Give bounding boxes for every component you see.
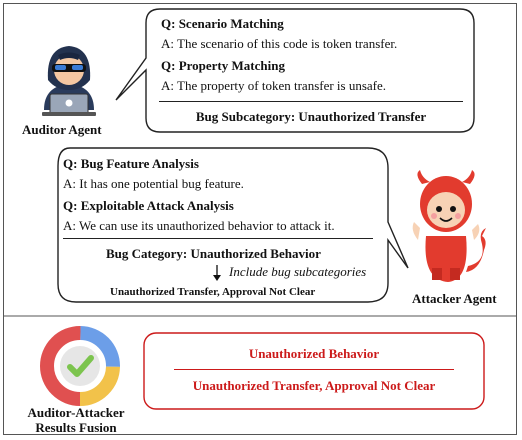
- down-arrow-icon: [213, 265, 221, 281]
- auditor-agent-label: Auditor Agent: [22, 122, 102, 137]
- attacker-agent-label: Attacker Agent: [412, 291, 497, 306]
- attacker-question-2: Q: Exploitable Attack Analysis: [63, 198, 234, 213]
- attacker-question-1: Q: Bug Feature Analysis: [63, 156, 199, 171]
- figure-frame: [3, 3, 517, 435]
- auditor-answer-1: A: The scenario of this code is token tr…: [161, 36, 398, 51]
- attacker-subcategories: Unauthorized Transfer, Approval Not Clea…: [110, 286, 316, 298]
- fusion-label-line1: Auditor-Attacker: [27, 405, 125, 420]
- auditor-answer-2: A: The property of token transfer is uns…: [161, 78, 387, 93]
- attacker-answer-2: A: We can use its unauthorized behavior …: [63, 218, 335, 233]
- auditor-question-1: Q: Scenario Matching: [161, 16, 284, 31]
- hacker-icon: [42, 46, 96, 116]
- attacker-arrow-note: Include bug subcategories: [229, 264, 367, 279]
- auditor-divider: [159, 101, 463, 102]
- attacker-speech-bubble: [57, 147, 409, 303]
- attacker-divider: [63, 238, 373, 239]
- auditor-question-2: Q: Property Matching: [161, 58, 285, 73]
- attacker-result: Bug Category: Unauthorized Behavior: [106, 246, 321, 261]
- auditor-result: Bug Subcategory: Unauthorized Transfer: [195, 109, 427, 124]
- fusion-result-box: [143, 332, 485, 410]
- fusion-divider: [174, 369, 454, 370]
- fusion-label-line2: Results Fusion: [35, 420, 117, 435]
- fusion-donut-icon: [40, 326, 120, 406]
- fusion-subcategories: Unauthorized Transfer, Approval Not Clea…: [192, 378, 436, 393]
- fusion-category: Unauthorized Behavior: [248, 346, 380, 361]
- attacker-answer-1: A: It has one potential bug feature.: [63, 176, 244, 191]
- devil-icon: [412, 170, 486, 282]
